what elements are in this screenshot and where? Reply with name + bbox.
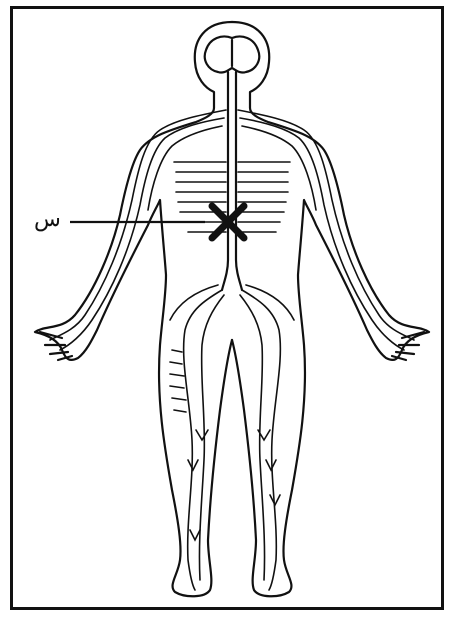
nerve-lines — [50, 110, 414, 590]
body-outline — [35, 22, 429, 596]
diagram-label: س — [34, 207, 61, 232]
